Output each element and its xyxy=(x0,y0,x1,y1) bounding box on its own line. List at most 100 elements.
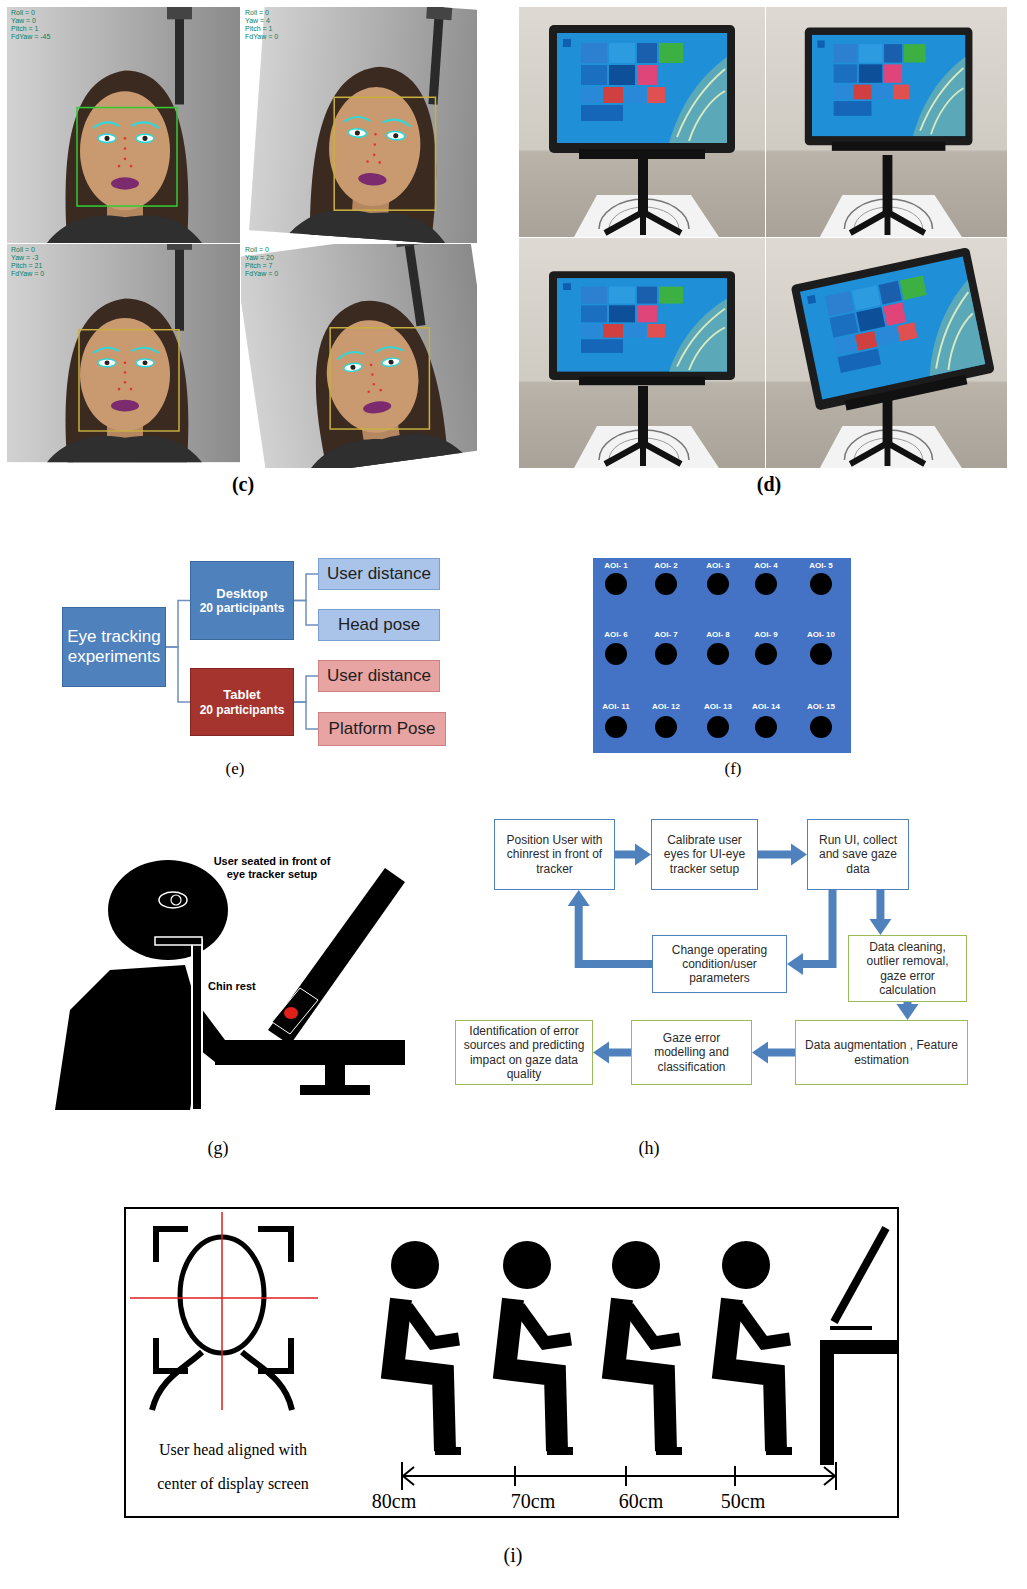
figure-label: AOI- 10 xyxy=(798,630,844,639)
arrow-head xyxy=(791,844,807,866)
process-box: Data cleaning, outlier removal, gaze err… xyxy=(848,935,967,1002)
node-text: Calibrate user eyes for UI-eye tracker s… xyxy=(656,833,753,875)
node-text: Identification of error sources and pred… xyxy=(460,1024,588,1081)
figure-label: (e) xyxy=(215,759,255,779)
figure-label: AOI- 12 xyxy=(643,702,689,711)
connector-line xyxy=(904,1002,912,1004)
process-box: Run UI, collect and save gaze data xyxy=(807,819,909,890)
process-box: Position User with chinrest in front of … xyxy=(494,819,615,890)
platform-box: Tablet20 participants xyxy=(190,668,294,736)
figure-label: (d) xyxy=(747,472,791,496)
tree-connector xyxy=(294,601,318,626)
figure-label: FdYaw = 0 xyxy=(11,270,91,278)
connector-line xyxy=(876,890,884,919)
figure-label: Roll = 0 xyxy=(11,9,91,17)
connector-line xyxy=(166,601,190,648)
figure-label: Yaw = 20 xyxy=(245,254,325,262)
condition-box: User distance xyxy=(318,558,440,590)
figure-label: (c) xyxy=(221,472,265,496)
node-text: Data cleaning, outlier removal, gaze err… xyxy=(853,940,962,997)
figure-label: Chin rest xyxy=(208,980,278,993)
node-text: Run UI, collect and save gaze data xyxy=(812,833,904,875)
figure-label: AOI- 4 xyxy=(743,561,789,570)
flow-arrow xyxy=(869,890,891,935)
figure-label: AOI- 9 xyxy=(743,630,789,639)
flow-arrow xyxy=(615,844,651,866)
process-box: Identification of error sources and pred… xyxy=(455,1020,593,1085)
node-text: Change operating condition/user paramete… xyxy=(657,943,782,985)
figure-label: Pitch = 1 xyxy=(11,25,91,33)
figure-label: Roll = 0 xyxy=(245,246,325,254)
figure-label: 50cm xyxy=(711,1489,775,1513)
figure-label: Yaw = 4 xyxy=(245,17,325,25)
process-box: Change operating condition/user paramete… xyxy=(652,935,787,993)
tree-connector xyxy=(294,676,318,702)
connector-line xyxy=(579,906,652,964)
connector-line xyxy=(294,702,318,729)
figure-label: Pitch = 7 xyxy=(245,262,325,270)
node-text: Head pose xyxy=(338,615,420,635)
figure-label: (g) xyxy=(198,1137,238,1159)
figure-label: 80cm xyxy=(362,1489,426,1513)
figure-label: FdYaw = -45 xyxy=(11,33,91,41)
figure-label: AOI- 7 xyxy=(643,630,689,639)
flow-arrow xyxy=(787,890,833,975)
figure-label: AOI- 13 xyxy=(695,702,741,711)
face-photos xyxy=(7,0,501,479)
distance-panel xyxy=(125,1208,898,1517)
platform-box: Desktop20 participants xyxy=(190,561,294,640)
condition-box: User distance xyxy=(318,660,440,692)
figure-label: AOI- 15 xyxy=(798,702,844,711)
node-text: User distance xyxy=(327,564,431,584)
figure-label: 70cm xyxy=(501,1489,565,1513)
figure-label: AOI- 6 xyxy=(593,630,639,639)
figure-label: AOI- 1 xyxy=(593,561,639,570)
tree-connector xyxy=(294,574,318,601)
arrow-head xyxy=(593,1042,609,1064)
figure-label: Roll = 0 xyxy=(11,246,91,254)
node-text: User distance xyxy=(327,666,431,686)
node-text: 20 participants xyxy=(200,601,285,615)
figure-label: FdYaw = 0 xyxy=(245,33,325,41)
arrow-head xyxy=(568,890,590,906)
node-text: Position User with chinrest in front of … xyxy=(499,833,610,875)
process-box: Calibrate user eyes for UI-eye tracker s… xyxy=(651,819,758,890)
arrow-head xyxy=(869,919,891,935)
figure-label: (i) xyxy=(493,1543,533,1567)
flow-arrow xyxy=(897,1002,919,1020)
process-box: Gaze error modelling and classification xyxy=(631,1020,752,1085)
arrow-head xyxy=(752,1042,768,1064)
user-setup-silhouette xyxy=(55,860,405,1110)
flow-arrow xyxy=(568,890,652,964)
figure-label: FdYaw = 0 xyxy=(245,270,325,278)
aoi-grid xyxy=(593,558,851,753)
figure-label: AOI- 8 xyxy=(695,630,741,639)
figure-label: (h) xyxy=(629,1137,669,1159)
connector-line xyxy=(294,574,318,601)
root-box: Eye tracking experiments xyxy=(62,607,166,687)
node-text: Platform Pose xyxy=(329,719,436,739)
arrow-head xyxy=(635,844,651,866)
arrow-head xyxy=(897,1004,919,1020)
tree-connector xyxy=(166,601,190,648)
figure-label: User head aligned with center of display… xyxy=(144,1433,322,1501)
flow-arrow xyxy=(758,844,807,866)
connector-line xyxy=(166,647,190,702)
node-text: 20 participants xyxy=(200,703,285,717)
condition-box: Head pose xyxy=(318,609,440,641)
connector-line xyxy=(609,1049,631,1057)
tablet-photos xyxy=(519,7,1007,468)
figure-label: AOI- 11 xyxy=(593,702,639,711)
figure-label: 60cm xyxy=(609,1489,673,1513)
figure-label: Pitch = 21 xyxy=(11,262,91,270)
flow-arrow xyxy=(593,1042,631,1064)
condition-box: Platform Pose xyxy=(318,712,446,746)
connector-line xyxy=(768,1049,795,1057)
tree-connector xyxy=(294,702,318,729)
figure-label: User seated in front of eye tracker setu… xyxy=(210,855,334,881)
connector-line xyxy=(294,676,318,702)
node-text: Eye tracking experiments xyxy=(67,627,161,667)
